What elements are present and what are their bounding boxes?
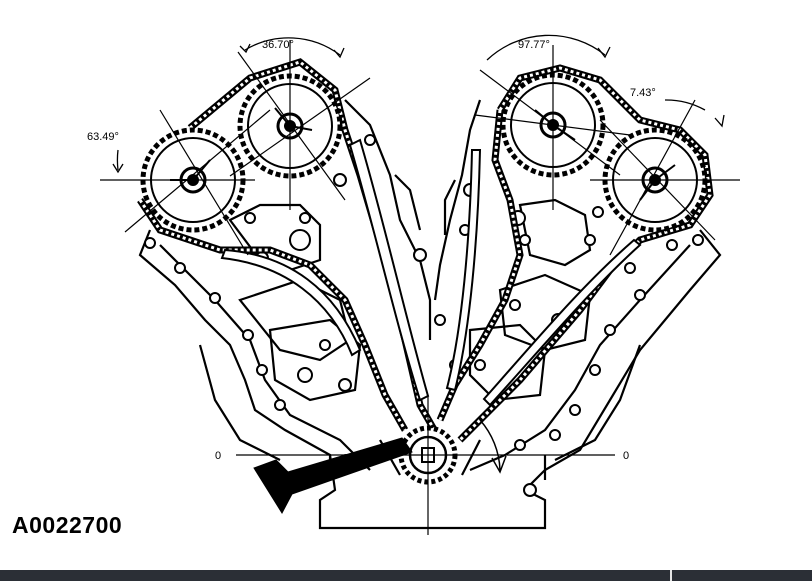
pointer-arrow (253, 437, 413, 515)
chain-guides (220, 138, 642, 407)
baseline-zero-right: 0 (623, 450, 629, 462)
angle-label-right-inner: 97.77° (518, 39, 550, 51)
reference-code: A0022700 (12, 512, 123, 538)
angle-label-left-inner: 36.70° (262, 39, 294, 51)
baseline-zero-left: 0 (215, 450, 221, 462)
timing-reference-lines (100, 40, 740, 535)
angle-label-right-outer: 7.43° (630, 87, 656, 99)
crankshaft-sprocket (398, 419, 507, 485)
footer-bar (0, 570, 812, 581)
footer-divider (670, 570, 672, 581)
dimension-arcs (112, 34, 725, 174)
angle-label-left-outer: 63.49° (87, 131, 119, 143)
timing-chain-right (436, 64, 714, 443)
